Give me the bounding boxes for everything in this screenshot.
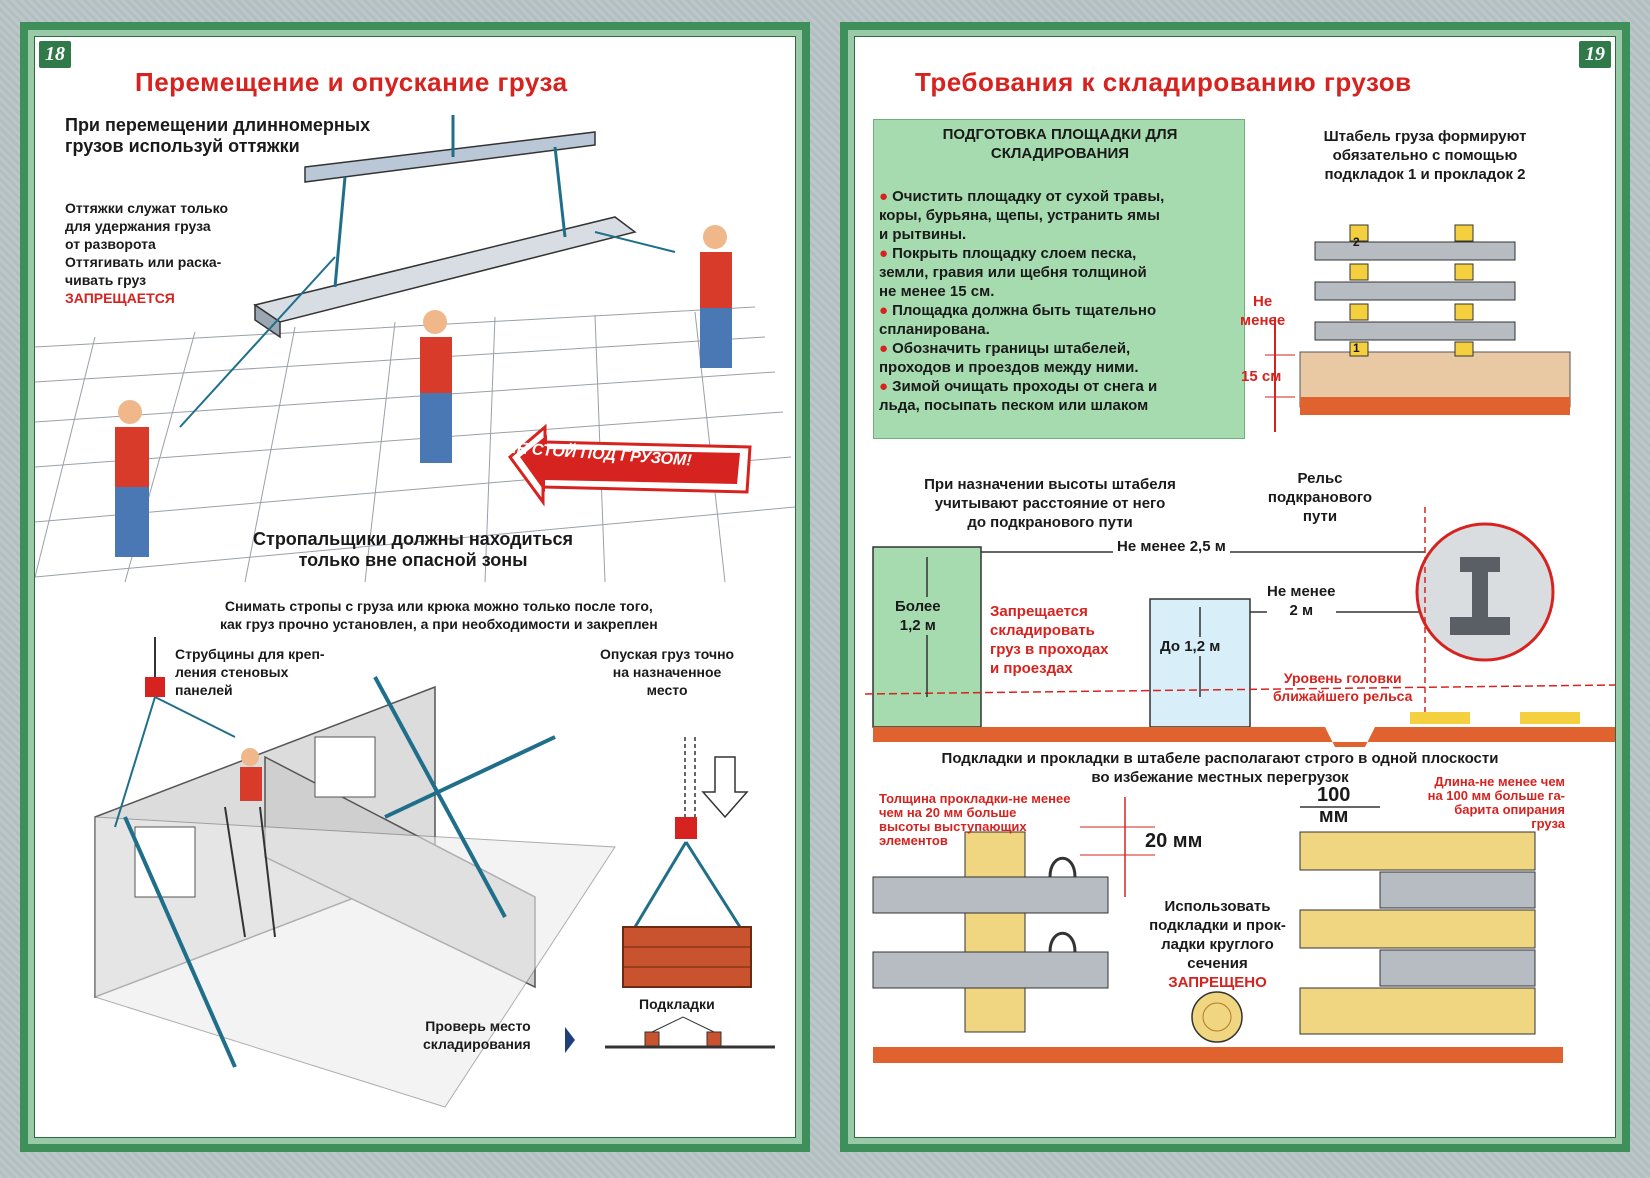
depth-label: 15 см <box>1241 368 1282 385</box>
page-number-right: 19 <box>1579 41 1611 68</box>
left-illustration <box>35 115 796 1108</box>
dist-25-label: Не менее 2,5 м <box>1113 537 1230 556</box>
page-title-right: Требования к складированию грузов <box>915 67 1412 97</box>
up-to-12-label: До 1,2 м <box>1160 637 1221 656</box>
stack-diagram <box>1265 224 1571 432</box>
bottom-left-diagram <box>872 797 1563 1063</box>
forbidden-label: ЗАПРЕЩАЕТСЯ <box>65 290 175 306</box>
mm20-label: 20 мм <box>1145 830 1203 852</box>
prep-item: Площадка должна быть тщательноспланирова… <box>879 301 1239 339</box>
worker-middle <box>420 310 452 463</box>
prep-item: Покрыть площадку слоем песка,земли, грав… <box>879 244 1239 301</box>
pad-number-2: 2 <box>1353 235 1360 249</box>
right-illustration <box>864 224 1616 1063</box>
page-left: 18 Перемещение и опускание груза <box>20 22 810 1152</box>
round-forbidden-label: ЗАПРЕЩЕНО <box>1168 974 1267 991</box>
worker-left <box>115 400 149 557</box>
page-number-left: 18 <box>39 41 71 68</box>
page-title-left: Перемещение и опускание груза <box>135 67 568 97</box>
worker-right <box>700 225 732 368</box>
remove-slings-note: Снимать стропы с груза или крюка можно т… <box>220 598 658 632</box>
page-right: 19 Требования к складированию грузов <box>840 22 1630 1152</box>
wall-panels <box>94 637 616 1108</box>
prep-list: Очистить площадку от сухой травы,коры, б… <box>879 187 1239 415</box>
beam <box>179 115 676 428</box>
crate-lowering <box>565 737 775 1053</box>
floor-grid <box>35 306 796 583</box>
pad-number-1: 1 <box>1353 341 1360 355</box>
plane-note: Подкладки и прокладки в штабеле располаг… <box>941 750 1499 786</box>
worker-ladder <box>224 748 276 938</box>
warning-arrow-sign <box>507 423 752 507</box>
height-diagram <box>864 507 1616 747</box>
prep-item: Обозначить границы штабелей,проходов и п… <box>879 339 1239 377</box>
bottom-right-diagram <box>1299 806 1536 1035</box>
pads-label: Подкладки <box>639 996 715 1012</box>
prep-item: Очистить площадку от сухой травы,коры, б… <box>879 187 1239 244</box>
